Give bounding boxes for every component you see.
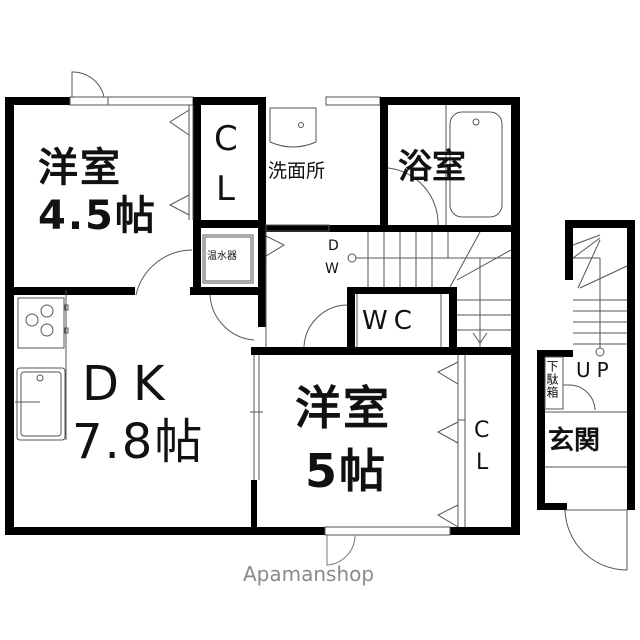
closet-2-l: L xyxy=(476,450,489,475)
stairs-up-label: UP xyxy=(576,358,615,382)
water-heater-label: 温水器 xyxy=(207,251,237,262)
shoe-box-label: 下駄箱 xyxy=(545,360,559,399)
toilet-label: WC xyxy=(362,306,418,336)
closet-1-l: L xyxy=(216,169,235,209)
dw-d-label: D xyxy=(328,238,339,254)
western-room-1-size: 4.5帖 xyxy=(38,193,157,239)
western-room-1-name: 洋室 xyxy=(38,145,122,191)
dw-w-label: W xyxy=(325,261,339,277)
western-room-2-size: 5帖 xyxy=(305,444,388,498)
watermark: Apamanshop xyxy=(243,562,375,586)
closet-2-c: C xyxy=(474,418,490,443)
entrance-label: 玄関 xyxy=(548,426,601,456)
western-room-2-name: 洋室 xyxy=(295,381,391,435)
washroom-label: 洗面所 xyxy=(268,160,326,182)
dk-name: DK xyxy=(82,356,179,412)
dk-size: 7.8帖 xyxy=(72,414,205,470)
bathroom-label: 浴室 xyxy=(398,147,466,187)
outer-walls xyxy=(5,97,520,535)
closet-1-c: C xyxy=(214,119,238,159)
